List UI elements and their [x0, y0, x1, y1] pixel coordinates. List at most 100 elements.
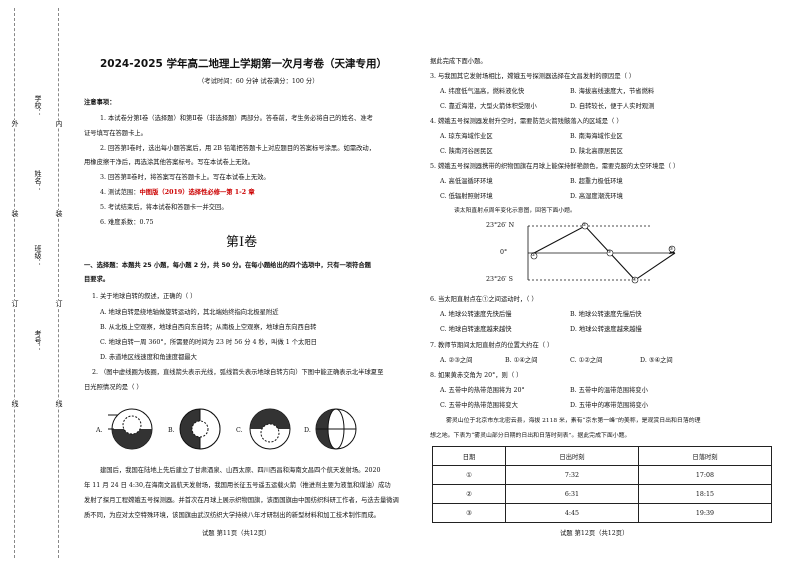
- table-row: ③ 4:45 19:39: [432, 503, 772, 523]
- passage-line: 建国后，我国在陆地上先后建立了甘肃酒泉、山西太原、四川西昌和海南文昌四个航天发射…: [100, 467, 381, 474]
- note-line: 1. 本试卷分第Ⅰ卷（选择题）和第Ⅱ卷（非选择题）两部分。答卷前，考生务必将自己…: [100, 115, 373, 122]
- table-cell: 19:39: [638, 503, 772, 523]
- note4-prefix: 4. 测试范围：: [100, 189, 140, 196]
- table-header: 日出时刻: [505, 446, 639, 466]
- inner-mark: 线: [54, 400, 64, 407]
- q4-option: B. 南海海域作业区: [570, 133, 623, 140]
- globe-figure-b: [179, 408, 221, 450]
- outer-cut-line: [14, 8, 15, 558]
- table-cell: 4:45: [505, 503, 639, 523]
- note-line: 6. 难度系数：0.75: [100, 219, 154, 226]
- note-line: 4. 测试范围：中图版（2019）选择性必修一第 1-2 章: [100, 189, 255, 197]
- point-label: ②: [582, 222, 587, 228]
- note-line: 3. 回答第Ⅱ卷时，将答案写在答题卡上。写在本试卷上无效。: [100, 174, 270, 181]
- notes-heading: 注意事项：: [84, 99, 116, 106]
- inner-cut-line: [58, 8, 59, 558]
- latitude-label-s: 23°26′ S: [486, 276, 513, 283]
- table-row: ② 6:31 18:15: [432, 484, 772, 504]
- diagram-intro: 读太阳直射点周年变化示意图，回答下面小题。: [454, 208, 576, 214]
- table-row: ① 7:32 17:08: [432, 465, 772, 485]
- q1-option: D. 赤道地区线速度和角速度都最大: [100, 354, 197, 361]
- section-intro: 一、选择题：本题共 25 小题，每小题 2 分，共 50 分。在每小题给出的四个…: [84, 262, 371, 269]
- q7-option: D. ⑤④之间: [640, 357, 673, 364]
- exam-title: 2024-2025 学年高二地理上学期第一次月考卷（天津专用）: [100, 58, 387, 70]
- table-cell: 7:32: [505, 465, 639, 485]
- page-footer: 试题 第11页（共12页）: [202, 530, 271, 537]
- q8-option: B. 五带中的温带范围将变小: [570, 387, 648, 394]
- inner-mark: 内: [54, 120, 64, 127]
- q5-stem: 5. 嫦娥五号探测器携带的织物国旗在月球上能保持鲜艳颜色，需要克服的太空环境是（…: [430, 163, 680, 170]
- q8-stem: 8. 如果黄赤交角为 20°，则（ ）: [430, 372, 523, 379]
- q3-option: B. 海拔高线速度大，节省燃料: [570, 88, 655, 95]
- table-cell: ①: [432, 465, 506, 485]
- globe-figure-c: [249, 408, 291, 450]
- passage2-line: 想之地。下表为“雾灵山部分日期的日出和日落时刻表”。据此完成下面小题。: [430, 433, 631, 439]
- q8-option: C. 五带中的热带范围将变大: [440, 402, 518, 409]
- q5-option: C. 低辐射照射环境: [440, 193, 493, 200]
- q7-option: C. ①②之间: [570, 357, 603, 364]
- q1-stem: 1. 关于地球自转的叙述，正确的（ ）: [92, 293, 197, 300]
- q2-option-label: B.: [168, 427, 175, 434]
- point-marker: [530, 252, 538, 260]
- exam-number-field[interactable]: 考号：: [34, 330, 42, 351]
- table-cell: ②: [432, 484, 506, 504]
- class-field[interactable]: 班级：: [34, 245, 42, 266]
- q5-option: D. 高湿度潮洗环境: [570, 193, 623, 200]
- table-cell: 18:15: [638, 484, 772, 504]
- latitude-label-eq: 0°: [500, 249, 508, 256]
- cut-mark: 外: [10, 120, 20, 127]
- q6-option: A. 地球公转速度先快后慢: [440, 311, 512, 318]
- passage-line: 年 11 月 24 日 4:30,在海南文昌航天发射场，我国用长征五号遥五运载火…: [84, 482, 391, 489]
- note-line: 5. 考试结束后，将本试卷和答题卡一并交回。: [100, 204, 228, 211]
- sunrise-sunset-table: 日期 日出时刻 日落时刻 ① 7:32 17:08 ② 6:31 18:15 ③…: [432, 446, 772, 523]
- point-label: ③: [607, 249, 612, 255]
- q1-option: A. 地球自转是绕地轴做旋转运动的，其北端始终指向北极星附近: [100, 309, 279, 316]
- inner-mark: 订: [54, 300, 64, 307]
- section-intro: 目要求。: [84, 276, 110, 283]
- passage-line: 发射了探月工程嫦娥五号探测器。并首次在月球上展示织物国旗，该面国旗由中国纺织科研…: [84, 497, 399, 504]
- cut-mark: 订: [10, 300, 20, 307]
- school-field[interactable]: 学校：: [34, 95, 42, 116]
- latitude-label-n: 23°26′ N: [486, 222, 515, 229]
- point-marker: [631, 276, 639, 284]
- globe-figure-d: [315, 408, 357, 450]
- q1-option: B. 从北极上空观察，地球自西向东自转；从南极上空观察，地球自东向西自转: [100, 324, 317, 331]
- exam-subtitle: （考试时间：60 分钟 试卷满分：100 分）: [198, 78, 319, 85]
- q4-stem: 4. 嫦娥五号探测器发射升空时，需要防范火箭残骸落入的区域是（ ）: [430, 118, 623, 125]
- q8-option: A. 五带中的热带范围将为 20°: [440, 387, 525, 394]
- note-line: 2. 回答第Ⅰ卷时，选出每小题答案后，用 2B 铅笔把答题卡上对应题目的答案标号…: [100, 145, 376, 152]
- note-line: 用橡皮擦干净后，再选涂其他答案标号。写在本试卷上无效。: [84, 159, 255, 166]
- point-marker: [606, 249, 614, 257]
- q1-option: C. 地球自转一周 360°，所需要的时间为 23 时 56 分 4 秒，叫做 …: [100, 339, 317, 346]
- q2-stem: 日光照情况的是（ ）: [84, 384, 143, 391]
- q7-option: B. ①④之间: [505, 357, 538, 364]
- section-title: 第Ⅰ卷: [226, 235, 258, 250]
- q4-option: C. 陕南河谷居民区: [440, 148, 493, 155]
- lead-text: 据此完成下面小题。: [430, 58, 487, 65]
- table-header: 日落时刻: [638, 446, 772, 466]
- q2-option-label: C.: [236, 427, 243, 434]
- cut-mark: 装: [10, 210, 20, 217]
- q3-option: D. 自转较长，便于人实时观测: [570, 103, 655, 110]
- page-footer: 试题 第12页（共12页）: [560, 530, 629, 537]
- q7-stem: 7. 教师节期间太阳直射点的位置大约在（ ）: [430, 342, 554, 349]
- binding-margin: 外 装 订 线 内 装 订 线 学校： 姓名： 班级： 考号：: [0, 0, 80, 566]
- q6-option: D. 地球公转速度越来越慢: [570, 326, 642, 333]
- passage-line: 质不同，为应对太空特殊环境，该国旗由武汉纺织大学持续八年才研制出的新型材料和加工…: [84, 512, 380, 519]
- globe-figure-a: [108, 408, 153, 450]
- q3-option: A. 纬度低气温高，燃料液化快: [440, 88, 525, 95]
- point-label: ④: [632, 277, 637, 283]
- passage2-line: 雾灵山位于北京市东北密云县，海拔 2118 米，素有“京东第一峰”的美称，是观赏…: [446, 418, 701, 424]
- q8-option: D. 五带中的寒带范围将变小: [570, 402, 649, 409]
- q5-option: A. 高低温循环环境: [440, 178, 493, 185]
- point-marker: [668, 245, 676, 253]
- test-scope-highlight: 中图版（2019）选择性必修一第 1-2 章: [139, 189, 255, 196]
- q6-option: C. 地球自转速度越来越快: [440, 326, 512, 333]
- point-label: ①: [531, 252, 536, 258]
- q4-option: A. 琼东海域作业区: [440, 133, 493, 140]
- name-field[interactable]: 姓名：: [34, 170, 42, 191]
- q3-option: C. 靠近海港，大型火箭体积受限小: [440, 103, 537, 110]
- q2-option-label: A.: [96, 427, 103, 434]
- table-header: 日期: [432, 446, 506, 466]
- table-cell: ③: [432, 503, 506, 523]
